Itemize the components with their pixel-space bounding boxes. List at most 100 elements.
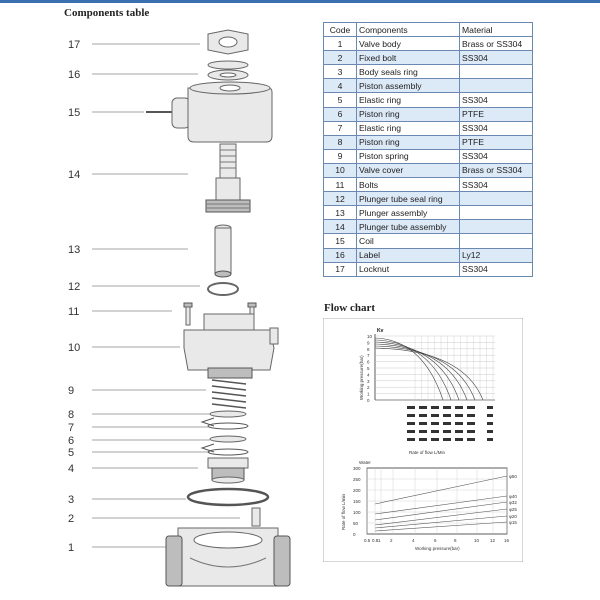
lookup-cell [431, 406, 439, 409]
lookup-cell [443, 422, 451, 425]
lower-series-label: φ50 [509, 474, 517, 479]
part-label-16: 16 [68, 69, 80, 81]
cell-code: 3 [323, 64, 357, 80]
upper-curve [374, 343, 468, 401]
locknut-part [207, 29, 249, 55]
upper-y-tick: 8 [367, 347, 370, 352]
lookup-tag [487, 430, 493, 433]
cell-component: Piston ring [356, 106, 460, 122]
lookup-cell [443, 430, 451, 433]
cell-code: 4 [323, 78, 357, 94]
lookup-cell [455, 422, 463, 425]
lower-y-tick: 150 [353, 499, 361, 504]
cell-component: Piston assembly [356, 78, 460, 94]
lookup-cell [467, 406, 475, 409]
part-label-8: 8 [68, 409, 74, 421]
cell-material [459, 219, 533, 235]
upper-y-tick: 9 [367, 340, 370, 345]
upper-curves [374, 337, 484, 401]
lookup-cell [419, 422, 427, 425]
cell-material: SS304 [459, 177, 533, 193]
upper-y-tick: 3 [367, 379, 370, 384]
label-part [207, 60, 249, 81]
upper-y-tick: 0 [367, 398, 370, 403]
upper-curve [374, 341, 460, 401]
cell-code: 13 [323, 205, 357, 221]
part-label-13: 13 [68, 244, 80, 256]
cell-component: Elastic ring [356, 120, 460, 136]
cell-code: 10 [323, 162, 357, 179]
valve-cover-part [183, 313, 279, 379]
lookup-cell [407, 414, 415, 417]
lower-series-line [374, 475, 508, 505]
lower-y-tick: 50 [353, 521, 359, 526]
lookup-tag [487, 414, 493, 417]
lower-x-tick: 4 [412, 538, 415, 543]
lower-series-label: φ20 [509, 514, 517, 519]
part-label-9: 9 [68, 385, 74, 397]
lower-x-tick: 0.5 [364, 538, 371, 543]
lookup-cell [419, 406, 427, 409]
part-label-4: 4 [68, 463, 74, 475]
lookup-cell [467, 438, 475, 441]
cell-code: 15 [323, 233, 357, 249]
cell-component: Fixed bolt [356, 50, 460, 66]
lower-x-tick: 0.8 [372, 538, 379, 543]
lower-series-line [374, 521, 508, 532]
components-table-heading: Components table [64, 7, 150, 19]
lower-x-tick: 16 [504, 538, 510, 543]
lower-y-tick: 100 [353, 510, 361, 515]
part-label-12: 12 [68, 281, 80, 293]
lower-y-tick: 0 [353, 532, 356, 537]
upper-x-axis-label: Rate of flow L/Min [409, 450, 446, 455]
cell-material [459, 233, 533, 249]
part-label-1: 1 [68, 542, 74, 554]
cell-component: Body seals ring [356, 64, 460, 80]
cell-material: Brass or SS304 [459, 162, 533, 179]
lookup-cell [419, 438, 427, 441]
cell-material: PTFE [459, 134, 533, 150]
lookup-tag [487, 422, 493, 425]
upper-lookup-grid [407, 406, 493, 441]
upper-corner-label: Kv [377, 328, 384, 334]
cell-material [459, 64, 533, 80]
lower-x-tick: 2 [390, 538, 393, 543]
upper-curve [374, 339, 452, 401]
upper-y-tick: 6 [367, 360, 370, 365]
cell-code: 2 [323, 50, 357, 66]
table-header-row: Code Components Material [323, 21, 533, 38]
part-label-5: 5 [68, 447, 74, 459]
upper-y-tick: 10 [367, 334, 373, 339]
lookup-cell [407, 438, 415, 441]
piston-rings-part [200, 410, 249, 456]
upper-y-tick: 2 [367, 385, 370, 390]
lower-x-tick: 1 [378, 538, 381, 543]
lookup-cell [443, 406, 451, 409]
upper-y-tick: 5 [367, 366, 370, 371]
lower-series-line [374, 508, 508, 526]
part-label-3: 3 [68, 494, 74, 506]
lower-x-tick: 12 [490, 538, 496, 543]
lower-series-lines [374, 475, 508, 532]
lower-series-line [374, 501, 508, 521]
cell-material: SS304 [459, 148, 533, 164]
part-label-17: 17 [68, 39, 80, 51]
cell-component: Piston spring [356, 148, 460, 164]
lower-x-axis-label: Working pressure(bar) [415, 546, 460, 551]
cell-material: PTFE [459, 106, 533, 122]
cell-component: Label [356, 247, 460, 263]
cell-component: Valve body [356, 36, 460, 52]
cell-component: Plunger tube assembly [356, 219, 460, 235]
lookup-tag [487, 438, 493, 441]
lookup-cell [419, 430, 427, 433]
lookup-cell [455, 438, 463, 441]
cell-code: 14 [323, 219, 357, 235]
fixed-bolt-part [251, 507, 261, 527]
